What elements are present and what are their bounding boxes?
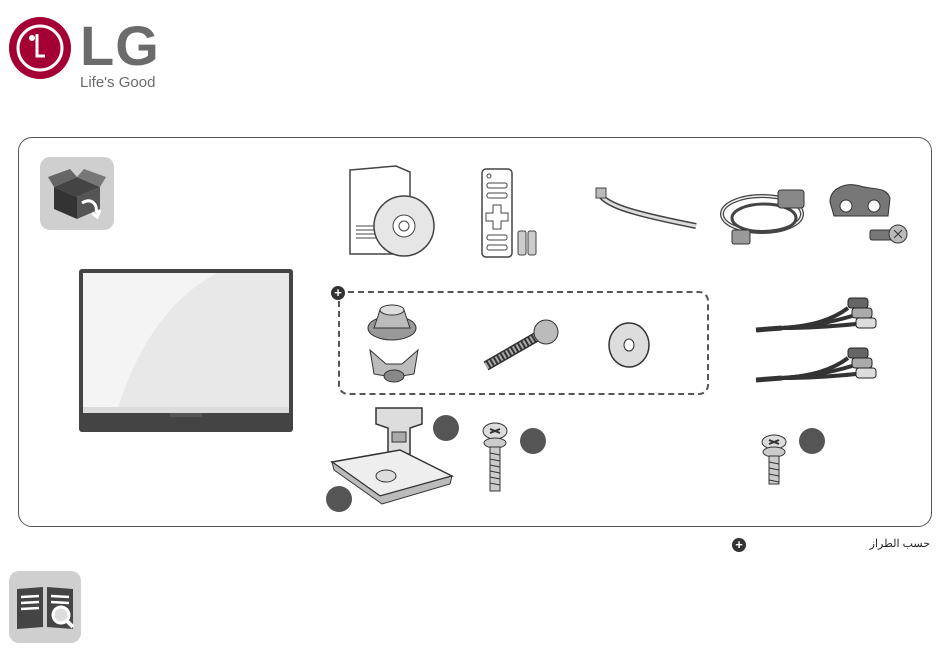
brand-tagline: Life's Good — [80, 74, 155, 91]
part-number-badge — [799, 428, 825, 454]
tv-illustration — [78, 268, 294, 433]
lg-logo: LG Life's Good — [8, 16, 168, 96]
wing-nut-illustration — [368, 346, 420, 386]
washer-illustration — [606, 320, 652, 370]
manual-cd-illustration — [348, 166, 438, 258]
power-cord-illustration — [718, 184, 822, 252]
brand-name: LG — [80, 14, 160, 78]
part-number-badge — [433, 415, 459, 441]
lg-face-logo-icon — [8, 16, 72, 80]
plus-circle-icon: + — [732, 538, 746, 552]
cable-tie-illustration — [596, 186, 702, 236]
remote-batteries-illustration — [480, 167, 542, 259]
stand-screw-illustration — [482, 421, 512, 495]
model-note: حسب الطراز — [870, 537, 930, 550]
component-cable-illustration — [752, 342, 882, 388]
av-cable-illustration — [752, 292, 882, 338]
wall-screw-illustration — [760, 434, 790, 488]
part-number-badge — [326, 486, 352, 512]
plus-circle-icon: + — [331, 286, 345, 300]
stand-base-cap-illustration — [366, 298, 418, 342]
part-number-badge — [520, 428, 546, 454]
manual-book-icon — [9, 571, 81, 643]
cable-holder-screw-illustration — [826, 180, 910, 252]
package-box-icon — [40, 157, 114, 230]
long-bolt-illustration — [480, 318, 562, 372]
